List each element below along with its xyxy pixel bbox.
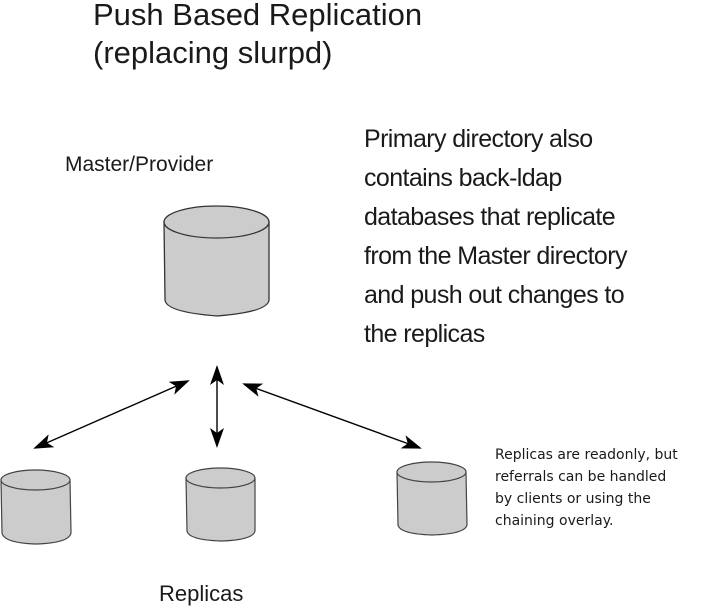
- description-line: contains back-ldap: [364, 164, 562, 192]
- title-line-1: Push Based Replication: [93, 0, 423, 32]
- description-line: the replicas: [364, 320, 485, 348]
- replicas-note: Replicas are readonly, but referrals can…: [495, 444, 678, 532]
- note-line: by clients or using the: [495, 491, 651, 507]
- description-line: from the Master directory: [364, 242, 627, 270]
- replica-1-database-icon: [0, 469, 72, 545]
- note-line: chaining overlay.: [495, 513, 614, 529]
- arrow-master-replica-1: [33, 380, 190, 449]
- description-line: and push out changes to: [364, 281, 625, 309]
- description-line: databases that replicate: [364, 203, 616, 231]
- replica-3-database-icon: [396, 461, 468, 536]
- replicas-label: Replicas: [159, 581, 244, 606]
- description-line: Primary directory also: [364, 125, 593, 153]
- master-database-icon: [163, 205, 270, 317]
- arrow-master-replica-3: [242, 383, 422, 449]
- primary-description: Primary directory also contains back-lda…: [364, 120, 627, 354]
- diagram-title: Push Based Replication (replacing slurpd…: [93, 0, 422, 72]
- title-line-2: (replacing slurpd): [93, 35, 333, 70]
- note-line: Replicas are readonly, but: [495, 447, 678, 463]
- replica-2-database-icon: [185, 467, 256, 542]
- master-provider-label: Master/Provider: [65, 153, 214, 176]
- note-line: referrals can be handled: [495, 469, 667, 485]
